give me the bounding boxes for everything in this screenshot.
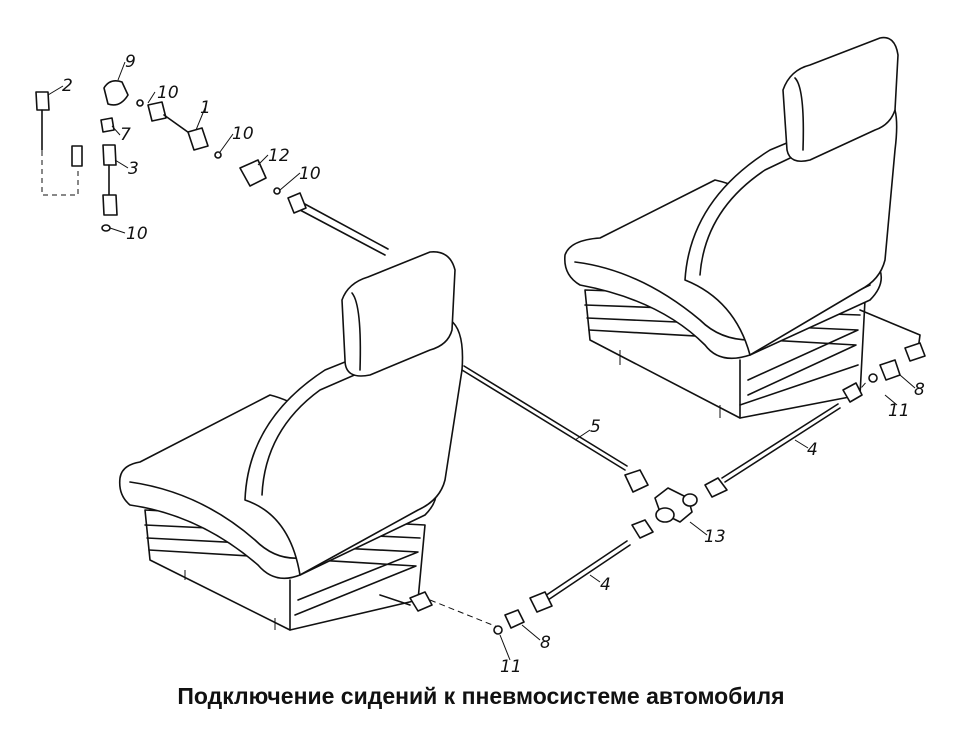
fittings xyxy=(35,80,926,635)
left-seat xyxy=(118,251,464,631)
callout-1: 1 xyxy=(200,98,211,118)
callout-10: 10 xyxy=(232,124,254,144)
callout-labels: 2 9 10 1 7 10 12 3 10 10 5 4 8 11 13 4 8… xyxy=(62,52,925,677)
right-seat xyxy=(563,36,899,419)
callout-12: 12 xyxy=(268,146,290,166)
air-lines xyxy=(41,115,921,629)
callout-11: 11 xyxy=(888,401,910,421)
callout-10: 10 xyxy=(157,83,179,103)
callout-8: 8 xyxy=(914,380,925,400)
callout-3: 3 xyxy=(128,159,139,179)
callout-8: 8 xyxy=(540,633,551,653)
diagram-caption: Подключение сидений к пневмосистеме авто… xyxy=(177,683,785,709)
callout-2: 2 xyxy=(62,76,73,96)
callout-11: 11 xyxy=(500,657,522,677)
leader-lines xyxy=(47,61,916,661)
callout-4: 4 xyxy=(807,440,818,460)
callout-9: 9 xyxy=(125,52,136,72)
callout-13: 13 xyxy=(704,527,726,547)
callout-10: 10 xyxy=(126,224,148,244)
callout-4: 4 xyxy=(600,575,611,595)
callout-10: 10 xyxy=(299,164,321,184)
callout-7: 7 xyxy=(120,125,131,145)
callout-5: 5 xyxy=(590,417,601,437)
